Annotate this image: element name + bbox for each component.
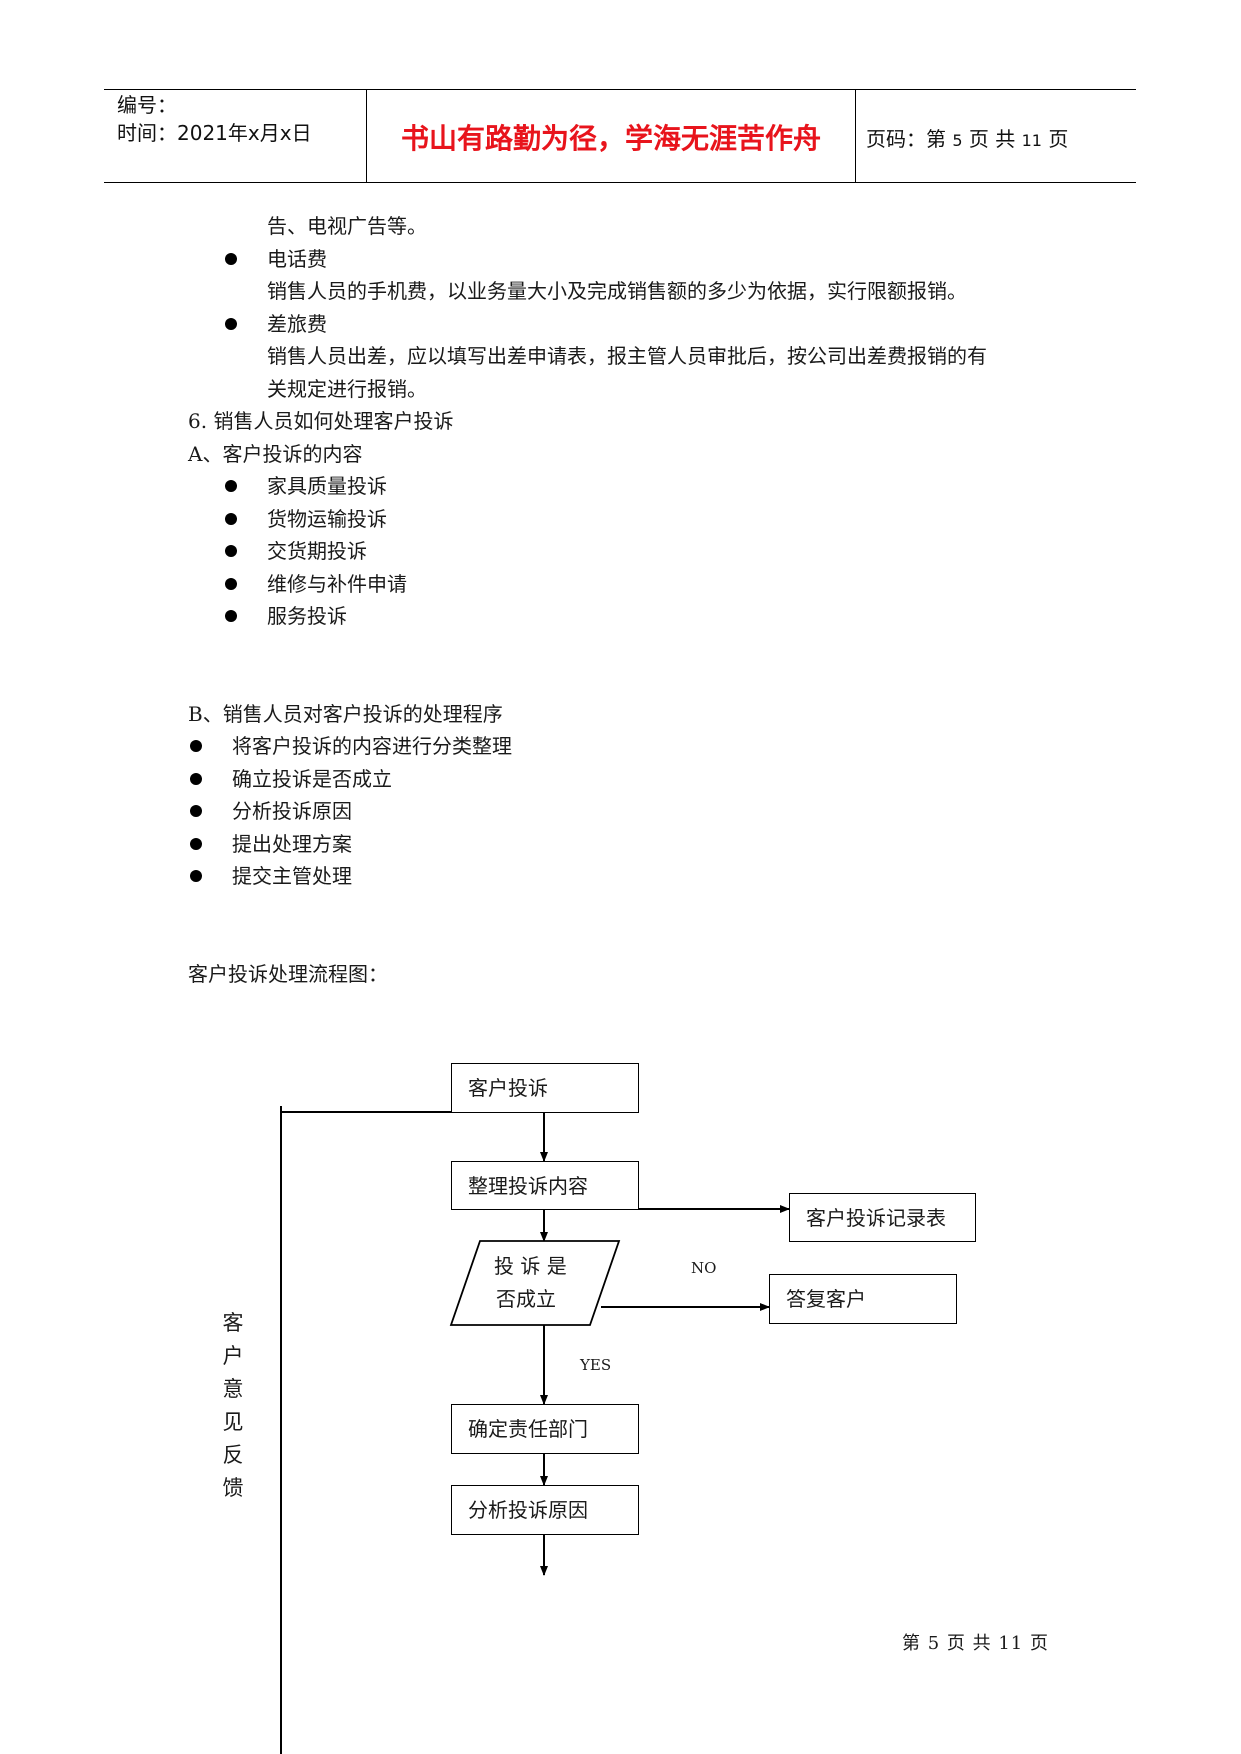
travel-expense-desc-2: 关规定进行报销。 xyxy=(267,377,427,401)
bullet-icon xyxy=(225,610,237,622)
bullet-icon xyxy=(225,545,237,557)
bullet-icon xyxy=(225,253,237,265)
procedure-step-item: 将客户投诉的内容进行分类整理 xyxy=(232,734,512,758)
procedure-step-item: 提出处理方案 xyxy=(232,832,352,856)
phone-expense-title: 电话费 xyxy=(267,247,327,271)
travel-expense-title: 差旅费 xyxy=(267,312,327,336)
page-total: 11 xyxy=(1021,131,1042,150)
section-b-heading: B、销售人员对客户投诉的处理程序 xyxy=(188,702,503,726)
page-mid: 页 共 xyxy=(968,127,1016,151)
bullet-icon xyxy=(225,480,237,492)
flow-node-label: 客户投诉 xyxy=(468,1076,548,1100)
flow-node-complaint: 客户投诉 xyxy=(451,1063,639,1113)
complaint-type-item: 维修与补件申请 xyxy=(267,572,407,596)
feedback-char: 馈 xyxy=(222,1476,244,1500)
procedure-step-item: 确立投诉是否成立 xyxy=(232,767,392,791)
section-6-heading: 6. 销售人员如何处理客户投诉 xyxy=(188,409,454,433)
complaint-type-item: 服务投诉 xyxy=(267,604,347,628)
flow-node-dept: 确定责任部门 xyxy=(451,1404,639,1454)
feedback-char: 意 xyxy=(222,1377,244,1401)
procedure-step-item: 分析投诉原因 xyxy=(232,799,352,823)
document-number-label: 编号： xyxy=(117,93,177,117)
bullet-icon xyxy=(190,740,202,752)
feedback-char: 见 xyxy=(222,1410,244,1434)
bullet-icon xyxy=(190,870,202,882)
page-suffix: 页 xyxy=(1048,127,1069,151)
complaint-type-item: 交货期投诉 xyxy=(267,539,367,563)
header-page-indicator: 页码：第 5 页 共 11 页 xyxy=(866,123,1068,152)
bullet-icon xyxy=(225,318,237,330)
header-divider-right xyxy=(855,89,856,182)
bullet-icon xyxy=(225,513,237,525)
yes-branch-label: YES xyxy=(580,1356,612,1374)
decision-shape xyxy=(449,1240,621,1326)
feedback-char: 客 xyxy=(222,1311,244,1335)
flow-node-label: 分析投诉原因 xyxy=(468,1498,588,1522)
flow-node-record: 客户投诉记录表 xyxy=(789,1193,976,1242)
flow-node-label: 客户投诉记录表 xyxy=(806,1205,946,1230)
feedback-char: 户 xyxy=(222,1344,244,1368)
header-bottom-rule xyxy=(104,182,1136,183)
complaint-type-item: 货物运输投诉 xyxy=(267,507,387,531)
header-motto: 书山有路勤为径，学海无涯苦作舟 xyxy=(400,122,821,155)
section-a-heading: A、客户投诉的内容 xyxy=(188,442,363,466)
decision-label-line-2: 否成立 xyxy=(496,1287,556,1311)
feedback-vertical-label: 客 户 意 见 反 馈 xyxy=(220,1307,246,1505)
header-divider-left xyxy=(366,89,367,182)
bullet-icon xyxy=(190,805,202,817)
no-branch-label: NO xyxy=(691,1259,717,1277)
header-top-rule xyxy=(104,89,1136,90)
ad-continuation: 告、电视广告等。 xyxy=(267,214,427,238)
flow-node-organize: 整理投诉内容 xyxy=(451,1161,639,1210)
document-time-label: 时间：2021年x月x日 xyxy=(117,121,312,145)
page-prefix: 页码：第 xyxy=(866,127,946,151)
flow-node-label: 确定责任部门 xyxy=(468,1417,588,1441)
phone-expense-desc: 销售人员的手机费，以业务量大小及完成销售额的多少为依据，实行限额报销。 xyxy=(267,279,967,303)
page-current: 5 xyxy=(952,131,963,150)
flowchart-title: 客户投诉处理流程图： xyxy=(188,962,388,986)
bullet-icon xyxy=(190,838,202,850)
decision-label-line-1: 投 诉 是 xyxy=(494,1254,567,1278)
flow-node-label: 答复客户 xyxy=(786,1287,866,1311)
travel-expense-desc-1: 销售人员出差，应以填写出差申请表，报主管人员审批后，按公司出差费报销的有 xyxy=(267,344,987,368)
flow-node-label: 整理投诉内容 xyxy=(468,1173,588,1198)
bullet-icon xyxy=(225,578,237,590)
flow-node-analyze: 分析投诉原因 xyxy=(451,1485,639,1535)
page-footer: 第 5 页 共 11 页 xyxy=(902,1633,1049,1654)
procedure-step-item: 提交主管处理 xyxy=(232,864,352,888)
bullet-icon xyxy=(190,773,202,785)
feedback-char: 反 xyxy=(222,1443,244,1467)
complaint-type-item: 家具质量投诉 xyxy=(267,474,387,498)
flow-node-reply: 答复客户 xyxy=(769,1274,957,1324)
